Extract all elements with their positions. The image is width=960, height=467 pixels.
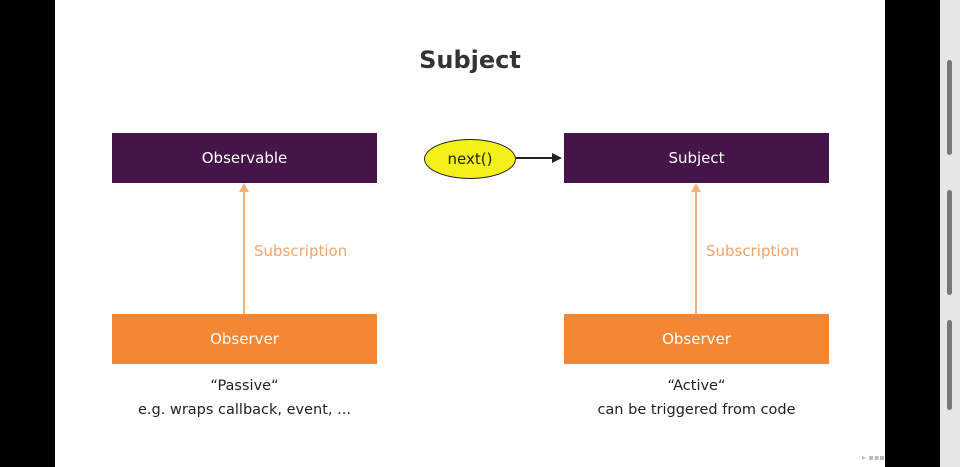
subscription-arrow-right xyxy=(691,183,701,192)
slide-title: Subject xyxy=(419,46,521,74)
scroll-thumb-3[interactable] xyxy=(947,320,952,410)
subscription-line-left xyxy=(243,190,245,314)
observable-box: Observable xyxy=(112,133,377,183)
subscription-label-right: Subscription xyxy=(706,242,800,260)
scroll-thumb-1[interactable] xyxy=(947,60,952,155)
passive-caption: “Passive“ e.g. wraps callback, event, ..… xyxy=(112,374,377,422)
active-caption-desc: can be triggered from code xyxy=(597,402,796,418)
passive-caption-title: “Passive“ xyxy=(210,378,279,394)
active-caption-title: “Active“ xyxy=(667,378,726,394)
slide xyxy=(55,0,885,467)
active-caption: “Active“ can be triggered from code xyxy=(564,374,829,422)
watermark-logo: ▸ ▪▪▪ xyxy=(862,453,885,462)
passive-caption-desc: e.g. wraps callback, event, ... xyxy=(138,402,351,418)
next-arrow-head xyxy=(552,153,562,163)
next-arrow-line xyxy=(516,157,554,159)
subscription-line-right xyxy=(695,190,697,314)
scroll-thumb-2[interactable] xyxy=(947,190,952,295)
subscription-arrow-left xyxy=(239,183,249,192)
observer-box-left: Observer xyxy=(112,314,377,364)
subject-box: Subject xyxy=(564,133,829,183)
next-ellipse: next() xyxy=(424,139,516,179)
subscription-label-left: Subscription xyxy=(254,242,348,260)
observer-box-right: Observer xyxy=(564,314,829,364)
